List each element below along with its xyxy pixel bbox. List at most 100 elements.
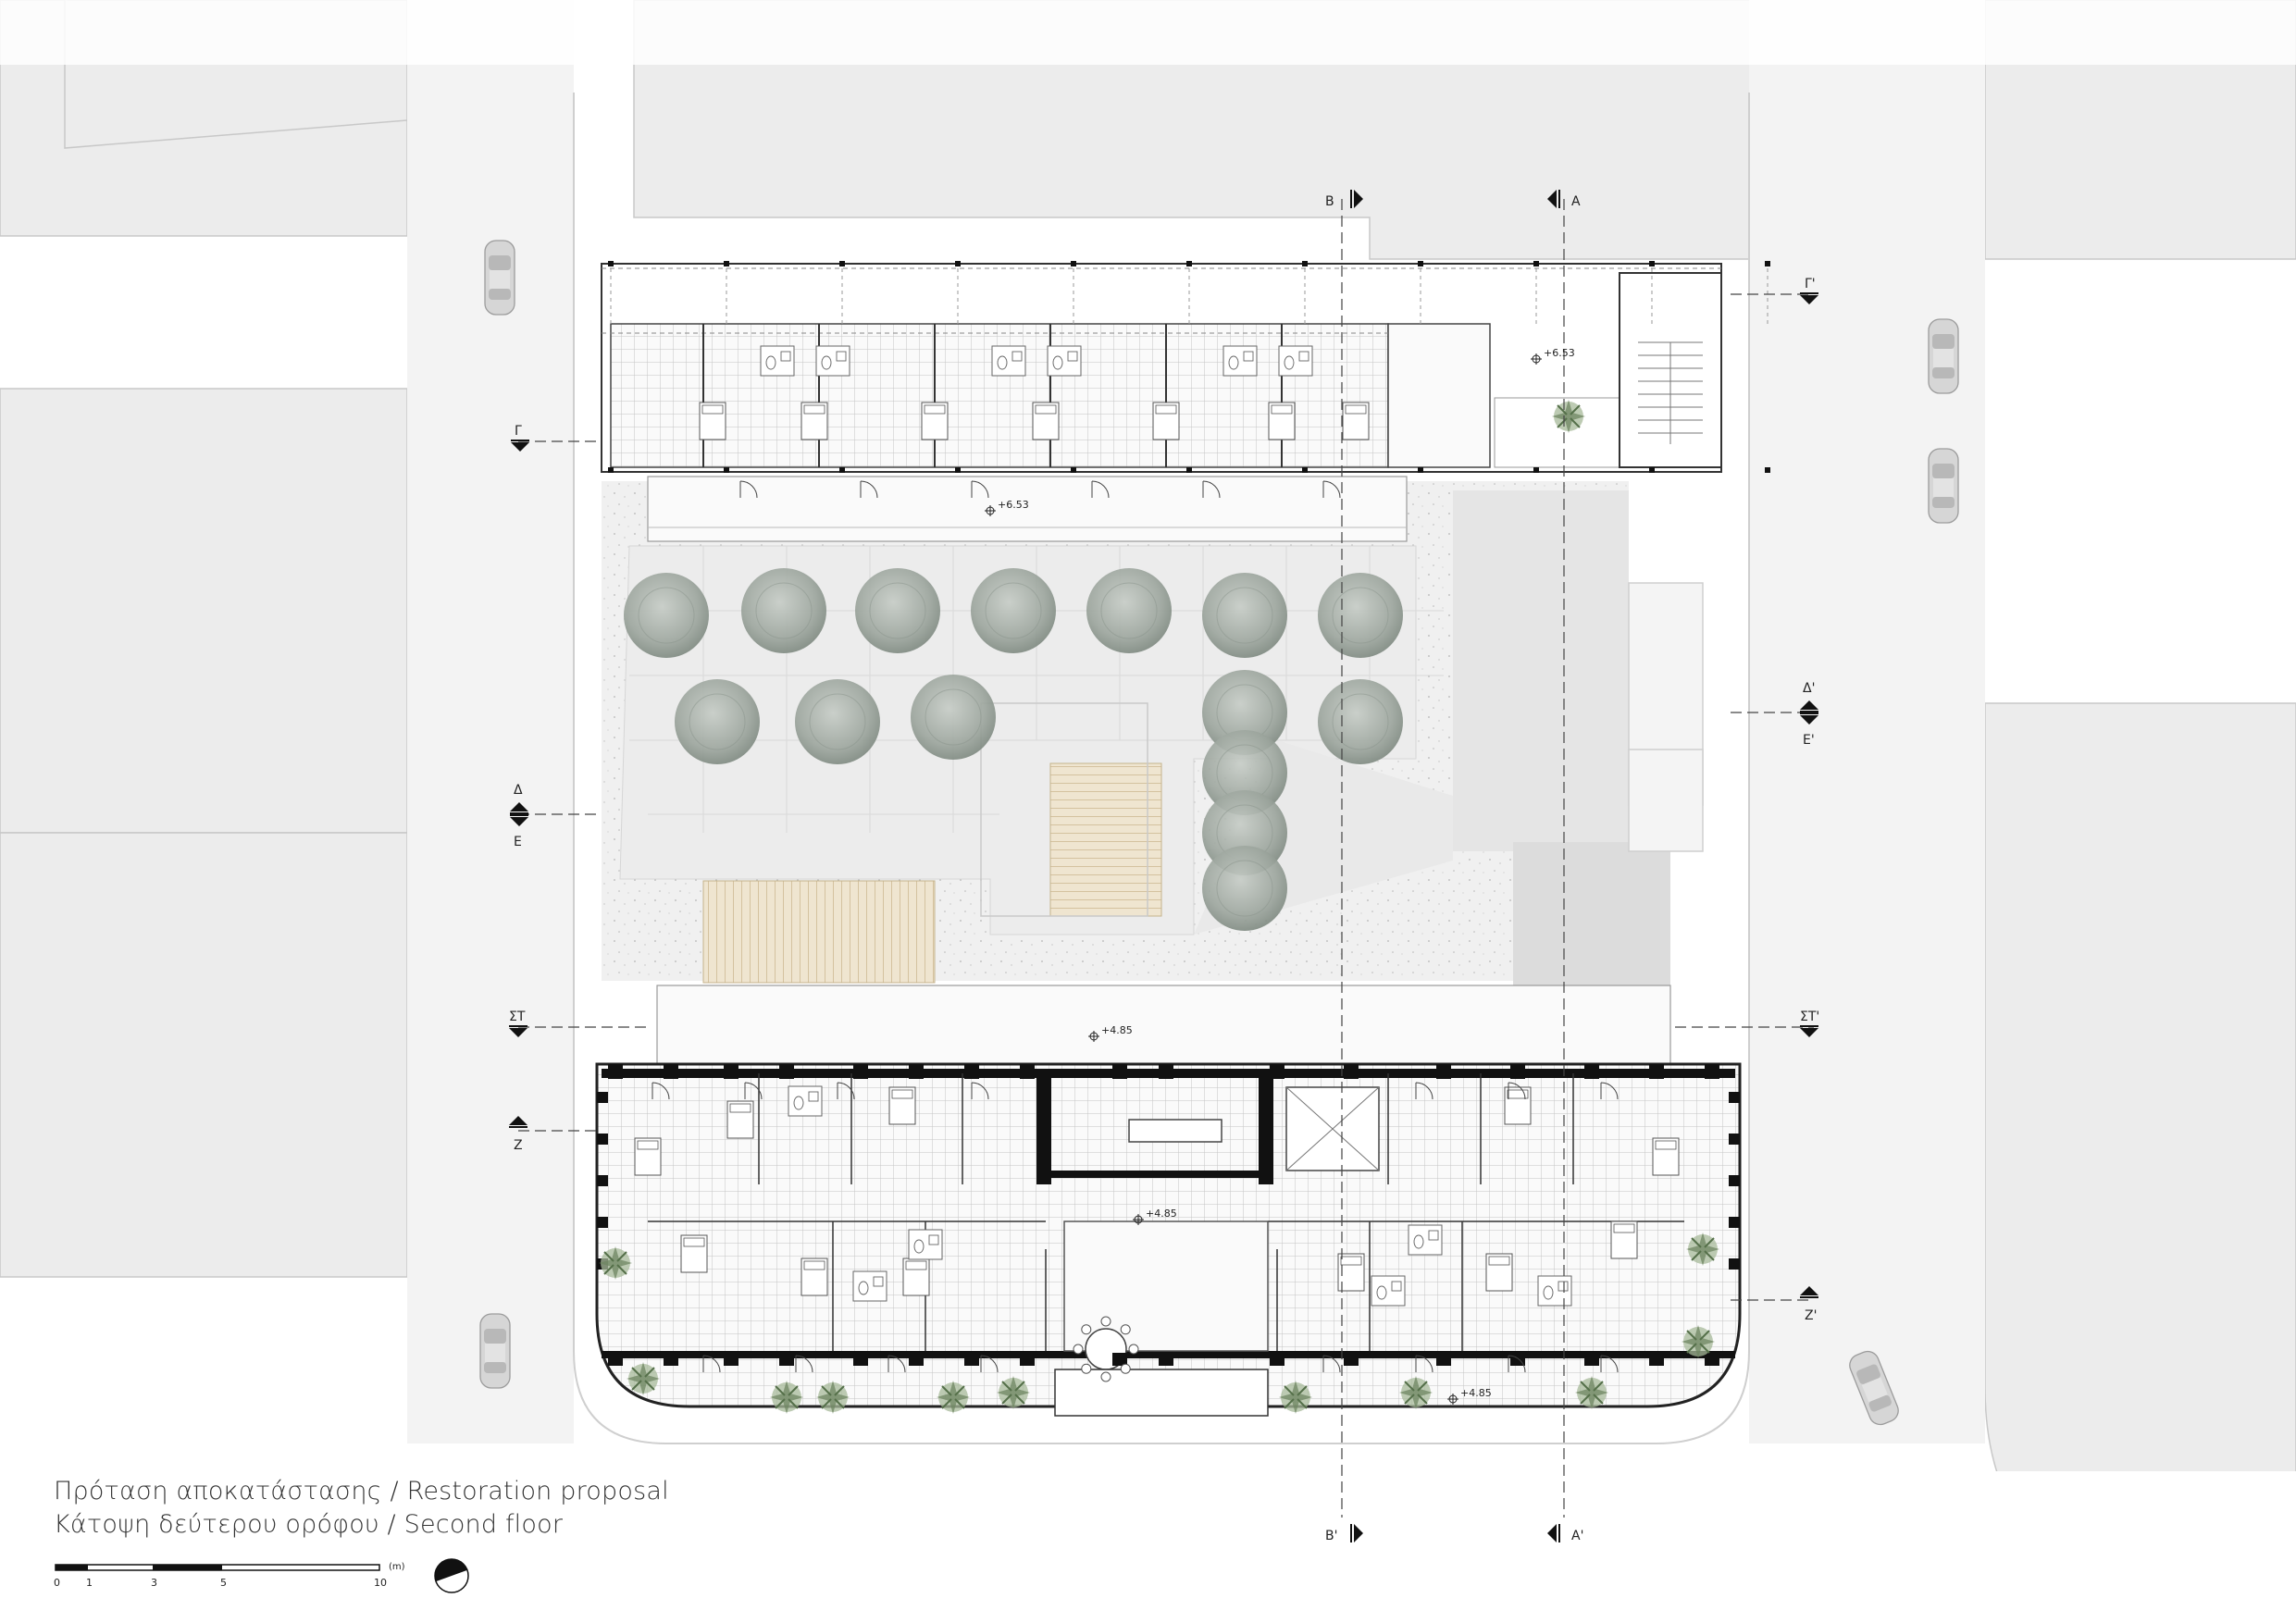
svg-text:5: 5 <box>220 1577 227 1589</box>
svg-text:Ζ': Ζ' <box>1805 1308 1817 1323</box>
bathroom-icon <box>991 345 1026 377</box>
bathroom-icon <box>852 1270 887 1302</box>
furniture <box>634 345 1680 1382</box>
bed-icon <box>634 1137 662 1176</box>
title-second-floor: Κάτοψη δεύτερου ορόφου / Second floor <box>54 1510 564 1539</box>
section-marker-z-left: Ζ <box>508 1115 528 1153</box>
svg-text:A: A <box>1571 194 1581 209</box>
timber-deck <box>702 880 936 984</box>
tree-icon <box>1202 846 1287 931</box>
bed-icon <box>1652 1137 1680 1176</box>
section-marker-a-prime: A' <box>1546 1523 1583 1543</box>
svg-text:B': B' <box>1325 1529 1337 1543</box>
tree-icon <box>795 679 880 764</box>
bathroom-icon <box>1222 345 1258 377</box>
scale-bar: 0 1 3 5 10 (m) <box>54 1562 405 1589</box>
car-icon <box>1928 318 1959 394</box>
timber-deck <box>1049 762 1162 917</box>
car-icon <box>479 1313 511 1389</box>
section-marker-st-left: ΣΤ <box>508 1010 528 1038</box>
bed-icon <box>1032 402 1060 440</box>
svg-text:10: 10 <box>374 1577 387 1589</box>
svg-text:ΣΤ': ΣΤ' <box>1800 1010 1819 1024</box>
tree-icon <box>1202 573 1287 658</box>
svg-text:+6.53: +6.53 <box>1544 347 1575 359</box>
section-marker-b-prime: B' <box>1325 1523 1364 1543</box>
svg-text:Γ': Γ' <box>1805 277 1816 291</box>
level-marker: +4.85 <box>1446 1387 1492 1406</box>
bathroom-icon <box>908 1229 943 1260</box>
bed-icon <box>726 1100 754 1139</box>
tree-icon <box>741 568 826 653</box>
section-marker-g-right: Γ' <box>1799 277 1819 305</box>
tree-icon <box>624 573 709 658</box>
svg-text:+6.53: +6.53 <box>998 499 1029 511</box>
bed-icon <box>888 1086 916 1125</box>
bathroom-icon <box>1371 1275 1406 1307</box>
tree-icon <box>911 675 996 760</box>
bathroom-icon <box>1047 345 1082 377</box>
bed-icon <box>1268 402 1296 440</box>
svg-text:A': A' <box>1571 1529 1583 1543</box>
section-marker-z-right: Ζ' <box>1799 1285 1819 1323</box>
north-arrow-icon <box>434 1558 469 1593</box>
svg-text:+4.85: +4.85 <box>1460 1387 1492 1399</box>
bathroom-icon <box>1408 1224 1443 1256</box>
bed-icon <box>1485 1253 1513 1292</box>
section-marker-st-right: ΣΤ' <box>1799 1010 1819 1038</box>
bathroom-icon <box>760 345 795 377</box>
svg-text:0: 0 <box>54 1577 60 1589</box>
bathroom-icon <box>1537 1275 1572 1307</box>
bed-icon <box>800 402 828 440</box>
svg-text:Ε: Ε <box>514 835 522 849</box>
bed-icon <box>800 1258 828 1296</box>
bed-icon <box>699 402 726 440</box>
tree-icon <box>1318 679 1403 764</box>
section-marker-d-left: Δ Ε <box>509 783 529 849</box>
level-marker: +4.85 <box>1132 1208 1177 1226</box>
svg-text:Δ': Δ' <box>1803 681 1815 696</box>
bathroom-icon <box>788 1085 823 1117</box>
bed-icon <box>680 1234 708 1273</box>
tree-icon <box>1086 568 1172 653</box>
bed-icon <box>921 402 949 440</box>
svg-text:3: 3 <box>151 1577 157 1589</box>
tree-icon <box>1318 573 1403 658</box>
bed-icon <box>1342 402 1370 440</box>
bed-icon <box>902 1258 930 1296</box>
svg-text:Γ: Γ <box>515 424 522 439</box>
tree-icon <box>971 568 1056 653</box>
bed-icon <box>1610 1220 1638 1259</box>
section-marker-a: A <box>1546 189 1581 209</box>
level-marker: +6.53 <box>1530 347 1575 365</box>
svg-text:1: 1 <box>86 1577 93 1589</box>
courtyard-trees <box>624 568 1403 931</box>
svg-text:+4.85: +4.85 <box>1101 1024 1133 1036</box>
section-marker-d-right: Δ' Ε' <box>1799 681 1819 748</box>
bathroom-icon <box>1278 345 1313 377</box>
section-marker-g-left: Γ <box>510 424 530 452</box>
car-icon <box>1928 448 1959 524</box>
svg-text:(m): (m) <box>389 1562 405 1572</box>
site-boundary <box>573 93 1750 1444</box>
tree-icon <box>855 568 940 653</box>
bed-icon <box>1152 402 1180 440</box>
level-marker: +6.53 <box>984 499 1029 517</box>
svg-text:ΣΤ: ΣΤ <box>509 1010 526 1024</box>
svg-text:+4.85: +4.85 <box>1146 1208 1177 1220</box>
drawing-title: Πρόταση αποκατάστασης / Restoration prop… <box>54 1475 669 1542</box>
bathroom-icon <box>815 345 850 377</box>
car-icon <box>484 240 515 316</box>
svg-text:Δ: Δ <box>514 783 523 798</box>
south-building <box>595 985 1742 1417</box>
svg-text:Ζ: Ζ <box>514 1138 523 1153</box>
title-restoration-proposal: Πρόταση αποκατάστασης / Restoration prop… <box>54 1477 669 1505</box>
courtyard <box>602 481 1704 999</box>
svg-text:Ε': Ε' <box>1803 733 1815 748</box>
level-marker: +4.85 <box>1087 1024 1133 1043</box>
tree-icon <box>675 679 760 764</box>
street-surface <box>407 0 1985 1443</box>
section-marker-b: B <box>1325 189 1364 209</box>
svg-text:B: B <box>1325 194 1334 209</box>
